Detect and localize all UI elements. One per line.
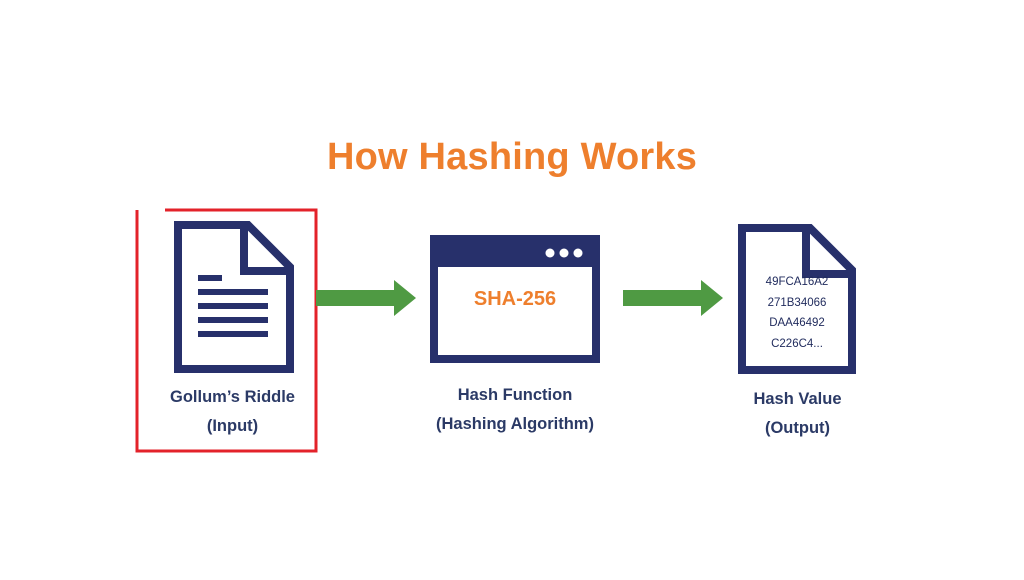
input-caption-subtitle: (Input) bbox=[206, 417, 259, 435]
hash-document-icon bbox=[738, 224, 856, 374]
output-caption-title: Hash Value bbox=[753, 390, 842, 408]
output-caption: Hash Value (Output) bbox=[710, 385, 885, 443]
input-caption-title: Gollum’s Riddle bbox=[170, 388, 295, 406]
diagram-title: How Hashing Works bbox=[326, 136, 698, 178]
hash-line: C226C4... bbox=[771, 337, 823, 350]
arrow-right-icon bbox=[316, 280, 416, 316]
hash-function-caption: Hash Function (Hashing Algorithm) bbox=[405, 381, 625, 439]
input-caption: Gollum’s Riddle (Input) bbox=[140, 383, 325, 441]
hash-value-text: 49FCA16A2 271B34066 DAA46492 C226C4... bbox=[748, 272, 846, 354]
hash-line: 49FCA16A2 bbox=[765, 276, 829, 288]
hash-function-caption-title: Hash Function bbox=[457, 386, 573, 404]
document-icon bbox=[174, 221, 294, 373]
algorithm-label: SHA-256 bbox=[473, 288, 557, 310]
hash-line: DAA46492 bbox=[769, 317, 825, 329]
output-caption-subtitle: (Output) bbox=[764, 419, 831, 437]
hash-line: 271B34066 bbox=[767, 296, 827, 309]
hash-function-caption-subtitle: (Hashing Algorithm) bbox=[436, 415, 594, 433]
browser-window-icon bbox=[430, 235, 600, 363]
arrow-right-icon bbox=[623, 280, 723, 316]
